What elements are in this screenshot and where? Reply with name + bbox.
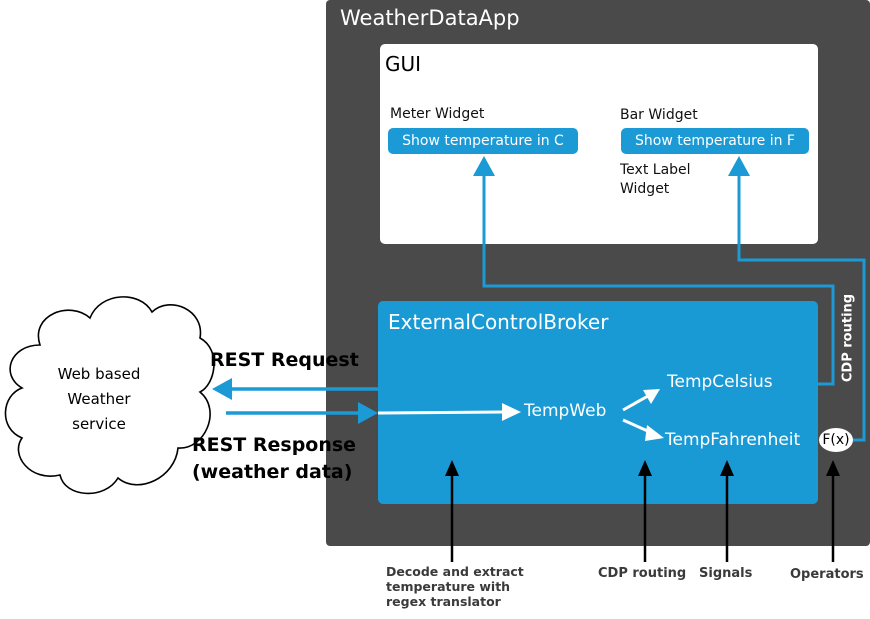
signals-annotation-arrowhead [720,460,734,476]
broker-title: ExternalControlBroker [388,310,609,334]
tempweb-to-celsius-arrow [622,394,649,412]
text-label-widget-label-line2: Widget [620,181,670,197]
rest-response-label-line2: (weather data) [192,461,353,483]
decode-annotation-line2: temperature with [386,579,511,594]
signal-tempfahrenheit: TempFahrenheit [665,430,801,450]
gui-title: GUI [385,52,422,76]
weather-service-line1: Web based [57,365,141,383]
meter-widget-label: Meter Widget [390,106,485,122]
cdp-routing-annotation-arrowhead [638,460,652,476]
show-temperature-c-button[interactable]: Show temperature in C [388,128,578,154]
rest-request-label: REST Request [210,349,359,371]
cloud-shape [4,296,215,495]
tempweb-to-celsius-arrowhead [643,389,660,404]
text-label-widget-label-line1: Text Label [620,162,691,178]
cdp-route-celsius-arrowhead [473,156,495,176]
decode-annotation-line1: Decode and extract [386,564,524,579]
rest-request-arrowhead [212,378,232,400]
rest-response-arrowhead [358,402,378,424]
tempweb-input-arrow [377,410,505,415]
weather-service-label: Web based Weather service [40,362,158,437]
operators-annotation: Operators [790,567,864,582]
tempweb-to-fahrenheit-arrow [622,418,651,434]
weather-service-line3: service [72,415,126,433]
tempweb-to-fahrenheit-arrowhead [645,425,664,441]
app-title: WeatherDataApp [340,6,520,30]
decode-annotation-arrowhead [445,460,459,476]
bar-widget-label: Bar Widget [620,107,698,123]
show-temperature-f-button[interactable]: Show temperature in F [621,128,809,154]
weather-service-line2: Weather [67,390,131,408]
cdp-route-fahrenheit [737,172,866,442]
cdp-route-celsius [482,172,835,386]
tempweb-input-arrowhead [502,403,521,421]
decode-annotation-line3: regex translator [386,594,501,609]
rest-response-label-line1: REST Response [192,434,357,456]
operators-annotation-arrowhead [826,460,840,476]
signal-tempweb: TempWeb [524,401,607,421]
cdp-routing-annotation: CDP routing [598,566,687,581]
operator-fx-badge: F(x) [819,428,853,452]
cdp-route-fahrenheit-arrowhead [728,156,750,176]
signal-tempcelsius: TempCelsius [667,372,773,392]
decode-annotation: Decode and extract temperature with rege… [386,564,524,609]
signals-annotation: Signals [699,566,753,581]
